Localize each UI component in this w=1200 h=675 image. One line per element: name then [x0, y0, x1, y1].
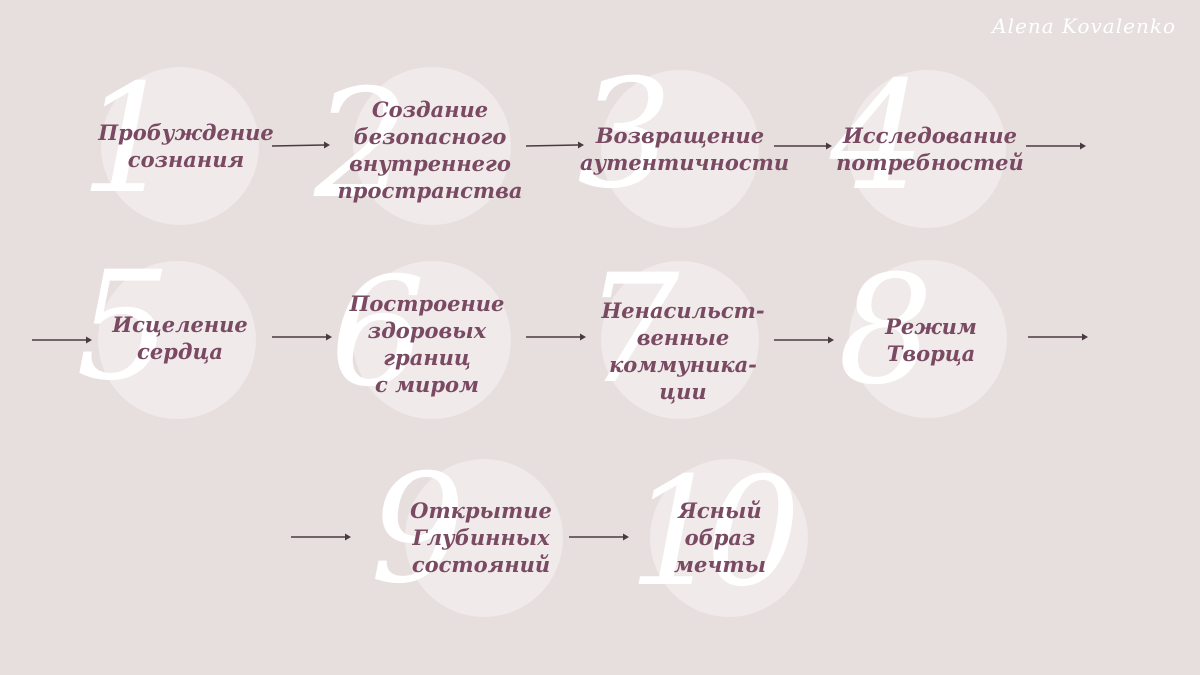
arrow-icon: [1028, 333, 1088, 341]
step-label-line: Исследование: [842, 123, 1018, 148]
step-label: Открытие Глубинных состояний: [381, 497, 581, 578]
step-label-line: мечты: [674, 552, 766, 577]
step-number: 2: [314, 58, 410, 232]
step-label-line: состояний: [411, 552, 551, 577]
step-label-line: Ясный: [678, 498, 762, 523]
step-circle: [601, 261, 759, 419]
step-number: 6: [330, 246, 426, 420]
step-label: Пробуждение сознания: [86, 119, 286, 173]
arrow-icon: [271, 141, 330, 149]
step-label-line: Глубинных: [412, 525, 550, 550]
step-circle: [849, 260, 1007, 418]
step-label-line: образ: [684, 525, 756, 550]
step-label-line: потребностей: [836, 150, 1024, 175]
step-label-line: Пробуждение: [98, 120, 274, 145]
step-label-line: сознания: [127, 147, 245, 172]
step-label-line: Творца: [886, 341, 976, 366]
arrow-icon: [1026, 142, 1086, 150]
step-circle: [101, 67, 259, 225]
step-number: 7: [584, 243, 680, 417]
step-label-line: сердца: [137, 339, 223, 364]
step-number: 3: [577, 48, 673, 222]
step-label: Режим Творца: [831, 313, 1031, 367]
step-label: Ненасильст- венные коммуника- ции: [583, 297, 783, 405]
step-circle: [98, 261, 256, 419]
step-circle: [650, 459, 808, 617]
step-circle: [353, 67, 511, 225]
step-circle: [353, 261, 511, 419]
step-label-line: Режим: [885, 314, 977, 339]
step-circle: [405, 459, 563, 617]
step-label: Исследование потребностей: [830, 122, 1030, 176]
step-number: 4: [830, 50, 926, 224]
arrow-icon: [526, 333, 586, 341]
step-label-line: внутреннего: [349, 151, 511, 176]
step-label-line: здоровых: [367, 318, 487, 343]
step-label: Исцеление сердца: [80, 311, 280, 365]
step-label-line: с миром: [375, 372, 479, 397]
step-label-line: коммуника-: [609, 352, 757, 377]
step-label: Возвращение аутентичности: [580, 122, 790, 176]
step-label-line: аутентичности: [580, 150, 790, 175]
arrow-icon: [272, 333, 332, 341]
step-label-line: венные: [636, 325, 730, 350]
step-label: Ясный образ мечты: [620, 497, 820, 578]
step-label-line: Создание: [371, 97, 489, 122]
step-circle: [601, 70, 759, 228]
arrow-icon: [291, 533, 351, 541]
signature-logo: Alena Kovalenko: [992, 14, 1176, 38]
step-label: Создание безопасного внутреннего простра…: [330, 96, 530, 204]
arrow-icon: [525, 141, 584, 149]
step-label-line: Возвращение: [595, 123, 765, 148]
step-circle: [848, 70, 1006, 228]
arrow-icon: [774, 142, 832, 150]
arrow-icon: [774, 336, 834, 344]
step-number: 5: [76, 240, 172, 414]
step-label-line: Открытие: [410, 498, 552, 523]
step-label-line: Построение: [349, 291, 505, 316]
step-label-line: ции: [659, 379, 707, 404]
step-label-line: Ненасильст-: [601, 298, 765, 323]
step-label-line: границ: [383, 345, 471, 370]
arrow-icon: [32, 336, 92, 344]
step-label-line: пространства: [337, 178, 523, 203]
arrow-icon: [569, 533, 629, 541]
step-number: 9: [370, 443, 466, 617]
step-label-line: безопасного: [353, 124, 507, 149]
step-number: 8: [838, 244, 934, 418]
step-label-line: Исцеление: [112, 312, 248, 337]
step-number: 10: [628, 446, 801, 620]
step-label: Построение здоровых границ с миром: [327, 290, 527, 398]
step-number: 1: [80, 53, 176, 227]
